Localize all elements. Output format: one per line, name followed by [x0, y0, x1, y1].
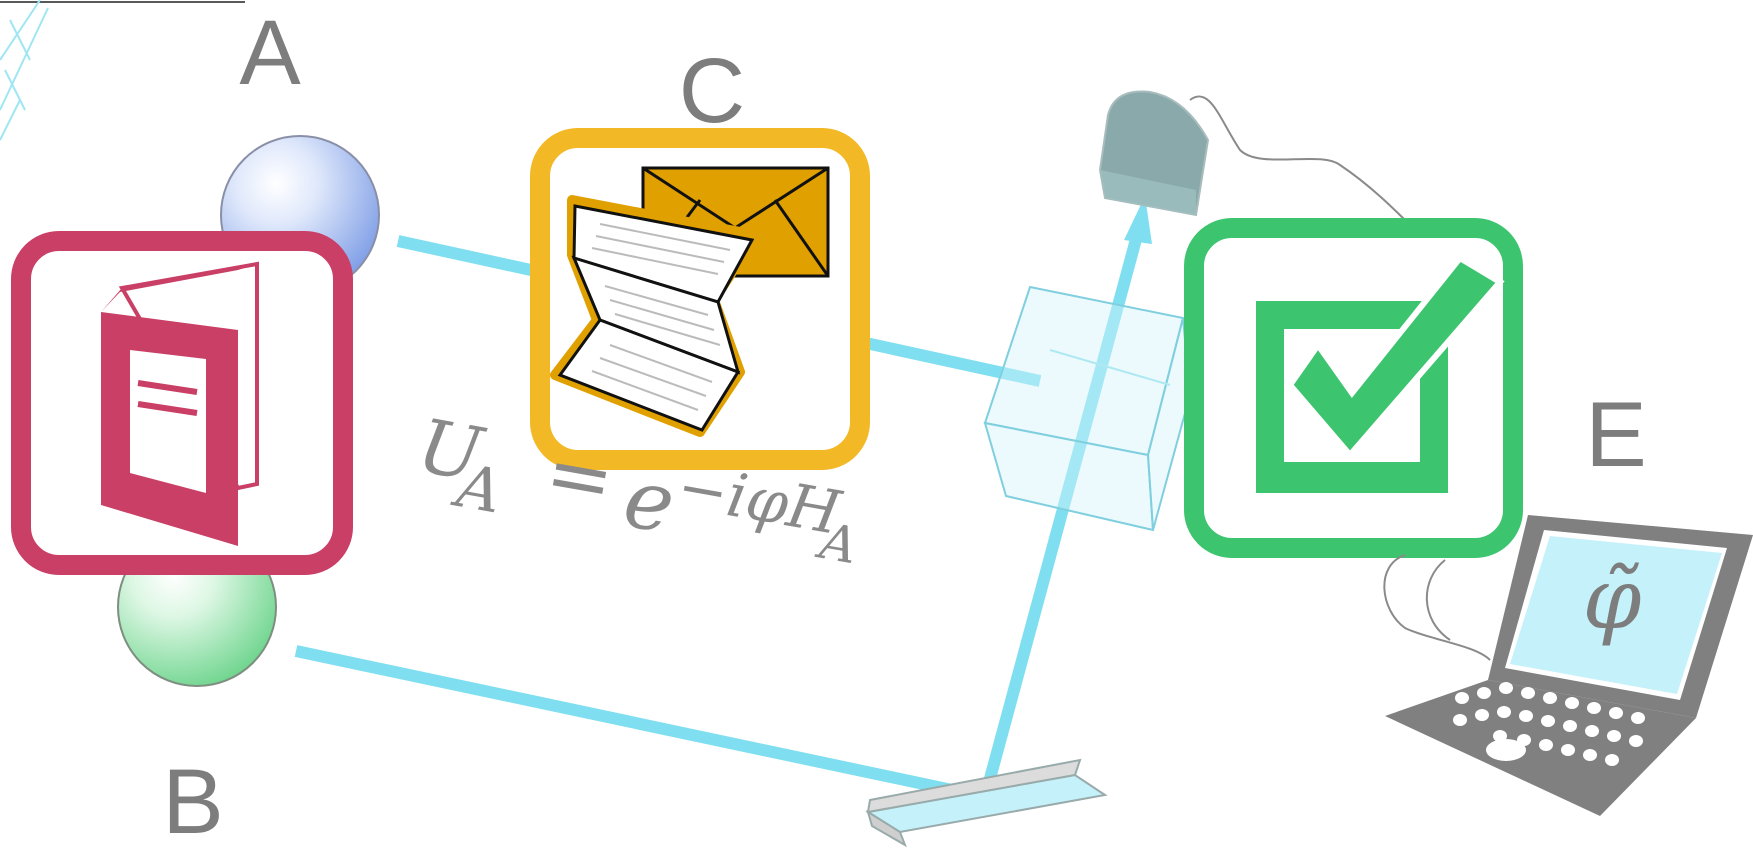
mail-box	[530, 128, 870, 470]
beam-arrowhead	[1124, 196, 1152, 244]
mirror-icon	[865, 758, 1108, 848]
detector-icon	[1098, 90, 1411, 226]
label-c: C	[679, 40, 745, 142]
laptop-icon	[1383, 515, 1753, 816]
label-e: E	[1585, 384, 1646, 486]
checkmark-icon	[1256, 254, 1505, 493]
corner-decoration	[0, 0, 245, 141]
label-b: B	[162, 751, 223, 853]
label-a: A	[239, 2, 301, 104]
book-icon	[101, 261, 259, 546]
mail-icon	[550, 166, 830, 437]
laptop-screen-phi: φ̃	[1583, 550, 1642, 648]
check-box	[1184, 218, 1523, 558]
book-box	[11, 231, 353, 575]
formula-equals: =	[539, 425, 621, 528]
beam-splitter-icon	[983, 285, 1192, 532]
